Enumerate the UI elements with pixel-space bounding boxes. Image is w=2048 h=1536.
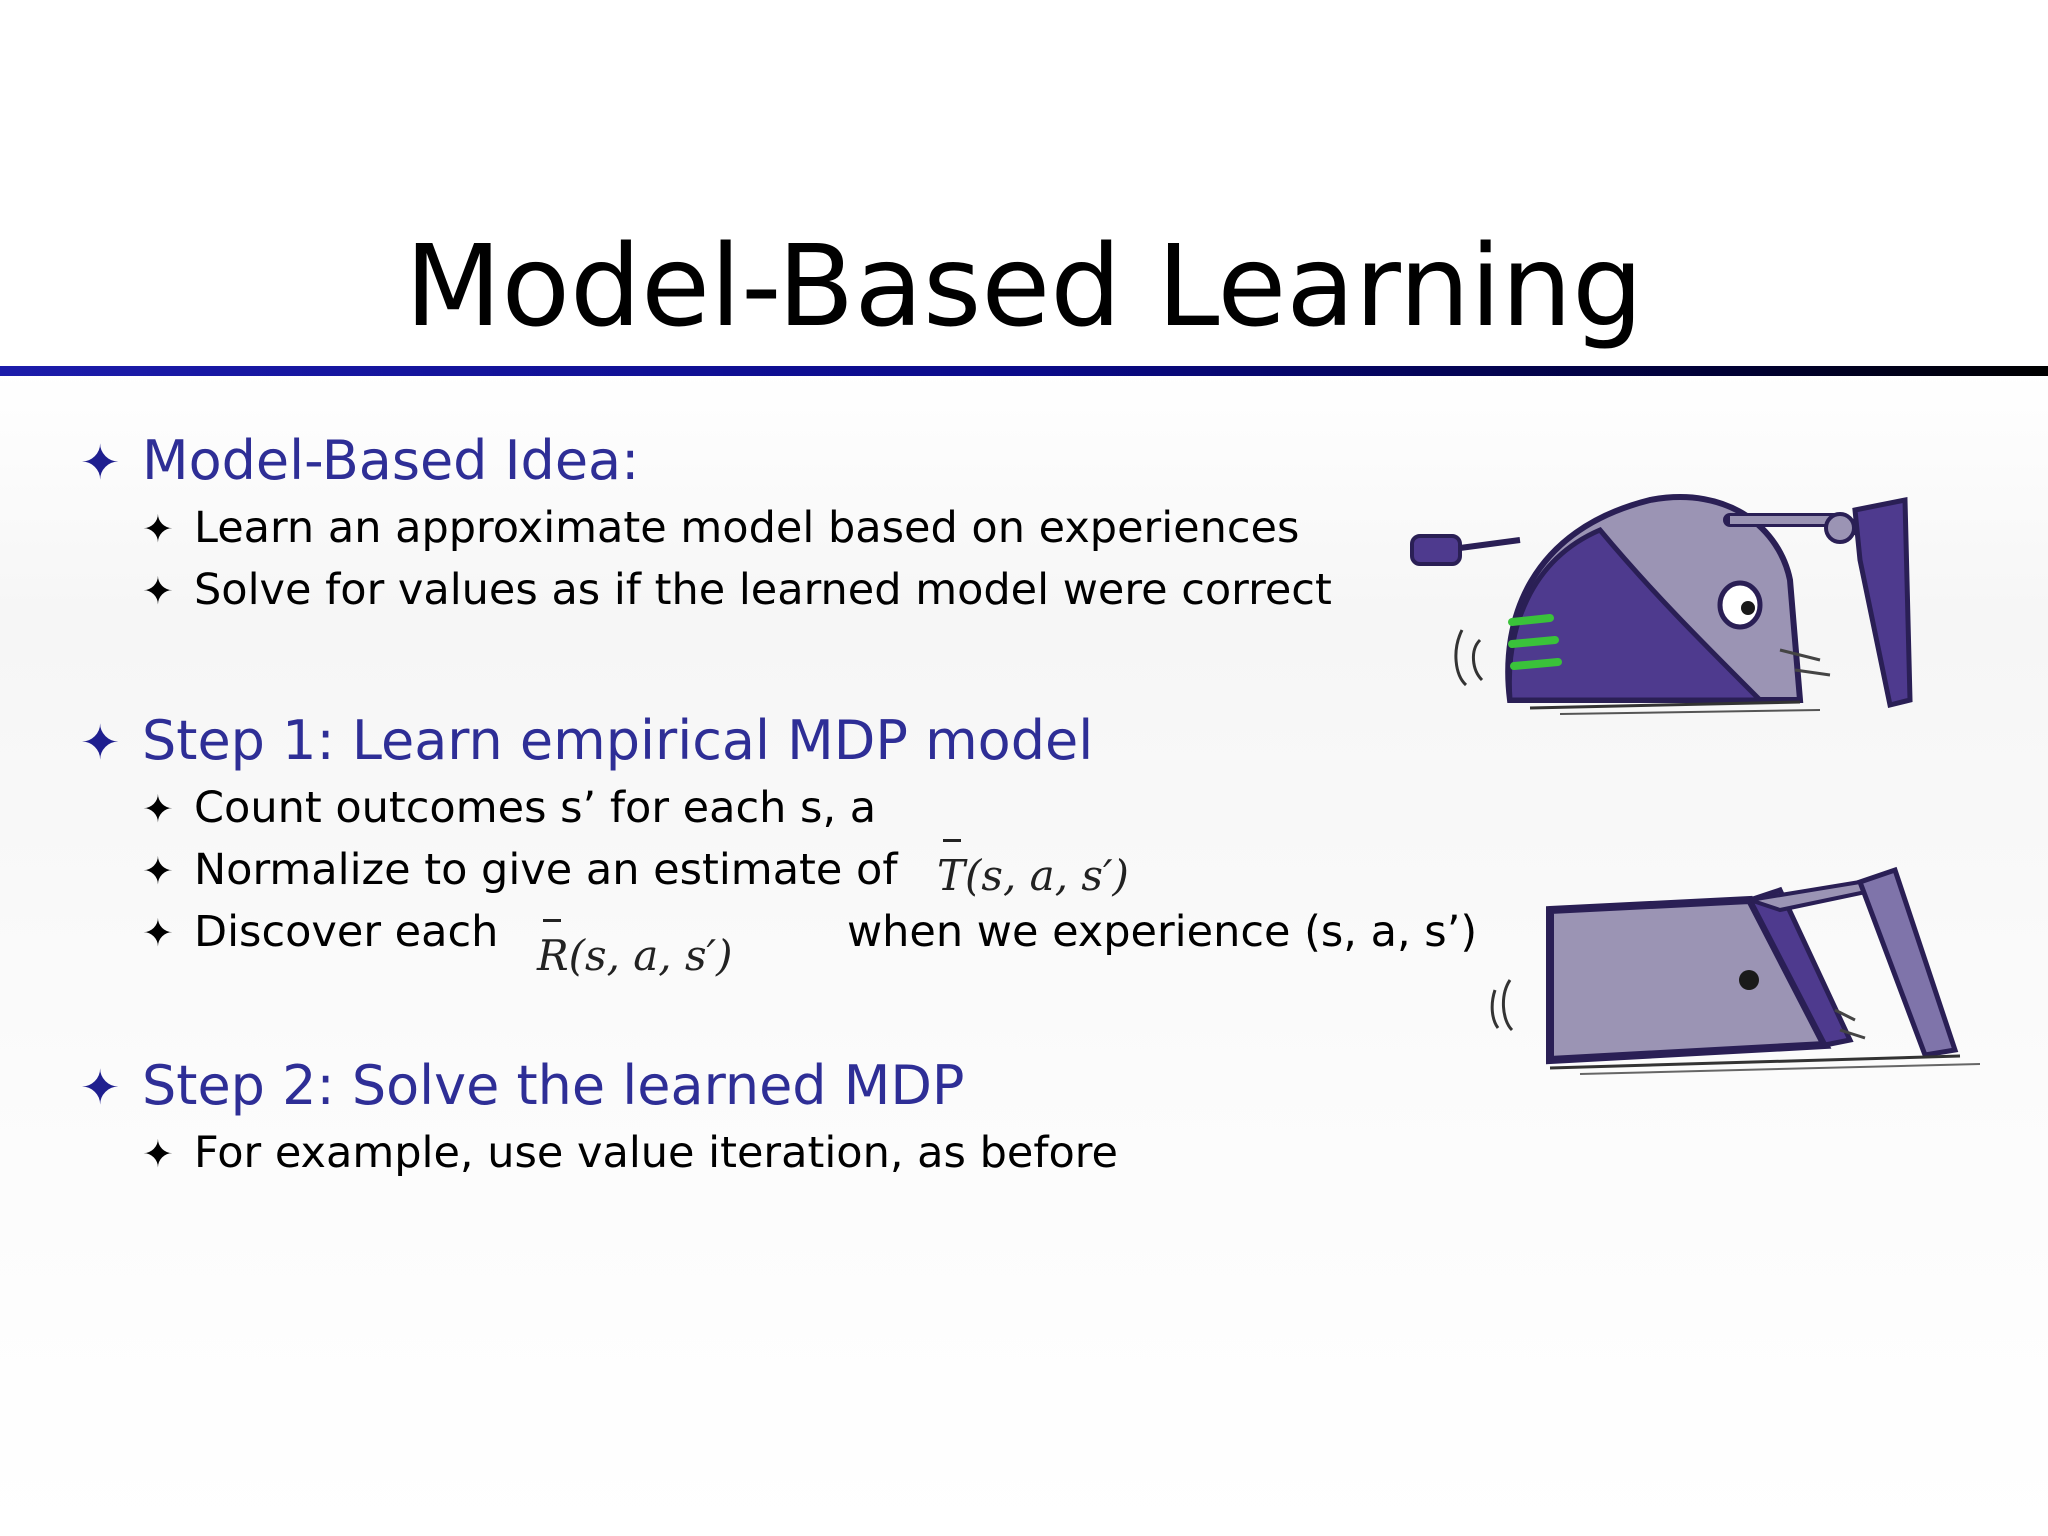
bullet-star-icon: ✦ xyxy=(142,507,174,551)
heading-text: Step 2: Solve the learned MDP xyxy=(142,1054,965,1117)
bullet-star-icon: ✦ xyxy=(142,911,174,955)
section-heading: ✦ Model-Based Idea: xyxy=(80,425,1332,497)
bullet-text: For example, use value iteration, as bef… xyxy=(194,1128,1118,1178)
title-divider xyxy=(0,366,2048,376)
bullet-star-icon: ✦ xyxy=(142,1132,174,1176)
slide-title: Model-Based Learning xyxy=(404,222,1644,352)
bullet-item: ✦ Learn an approximate model based on exp… xyxy=(142,497,1332,559)
bullet-text: Discover each xyxy=(194,907,499,957)
bullet-star-icon: ✦ xyxy=(142,849,174,893)
bullet-text: Learn an approximate model based on expe… xyxy=(194,503,1300,553)
bullet-item: ✦Normalize to give an estimate of T(s, a… xyxy=(142,839,1129,901)
bullet-text: Normalize to give an estimate of xyxy=(194,845,898,895)
math-t-text: T(s, a, s′) xyxy=(937,839,1129,907)
bullet-star-icon: ✦ xyxy=(142,569,174,613)
section-step-2: ✦ Step 2: Solve the learned MDP ✦ For exam… xyxy=(80,1050,1118,1184)
section-heading: ✦ Step 2: Solve the learned MDP xyxy=(80,1050,1118,1122)
math-r-hat: R(s, a, s′) xyxy=(537,919,732,987)
section-heading: ✦ Step 1: Learn empirical MDP model xyxy=(80,705,1093,777)
math-t-hat: T(s, a, s′) xyxy=(937,839,1129,907)
bullet-text: Solve for values as if the learned model… xyxy=(194,565,1332,615)
robot-rolling-icon xyxy=(1410,494,1913,715)
heading-text: Step 1: Learn empirical MDP model xyxy=(142,709,1094,772)
math-r-text: R(s, a, s′) xyxy=(537,919,732,987)
bullet-star-icon: ✦ xyxy=(142,787,174,831)
bullet-text-continuation: when we experience (s, a, s’) xyxy=(847,907,1478,957)
bullet-star-icon: ✦ xyxy=(80,435,121,491)
bullet-item: ✦ For example, use value iteration, as be… xyxy=(142,1122,1118,1184)
heading-text: Model-Based Idea: xyxy=(142,429,640,492)
bullet-item: ✦ Solve for values as if the learned mode… xyxy=(142,559,1332,621)
bullet-text: Count outcomes s’ for each s, a xyxy=(194,783,877,833)
section-model-based-idea: ✦ Model-Based Idea: ✦ Learn an approximate… xyxy=(80,425,1332,621)
bullet-item: ✦ Count outcomes s’ for each s, a xyxy=(142,777,1093,839)
bullet-star-icon: ✦ xyxy=(80,715,121,771)
section-step-1: ✦ Step 1: Learn empirical MDP model ✦ Coun… xyxy=(80,705,1477,980)
bullet-star-icon: ✦ xyxy=(80,1060,121,1116)
bullet-item: ✦Discover each R(s, a, s′) when we exper… xyxy=(142,901,1477,980)
robot-folded-icon xyxy=(1490,866,1980,1075)
